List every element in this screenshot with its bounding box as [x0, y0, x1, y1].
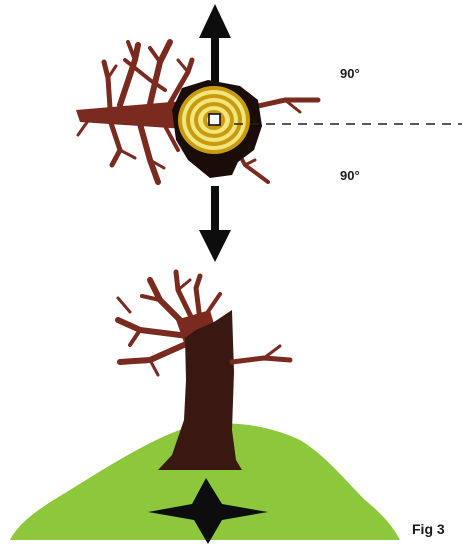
figure-caption: Fig 3 [412, 521, 445, 537]
arrow-up-icon [199, 4, 231, 96]
angle-label-top: 90° [340, 66, 360, 81]
side-view-tree [10, 269, 400, 544]
stump-centre-marker [208, 113, 221, 126]
arrow-down-icon [199, 186, 231, 262]
angle-label-bottom: 90° [340, 168, 360, 183]
side-branch [229, 344, 293, 365]
tree-trunk [158, 310, 242, 470]
top-view-felled-tree: 90° 90° [76, 4, 462, 262]
arrow-down-large-icon [148, 478, 268, 544]
